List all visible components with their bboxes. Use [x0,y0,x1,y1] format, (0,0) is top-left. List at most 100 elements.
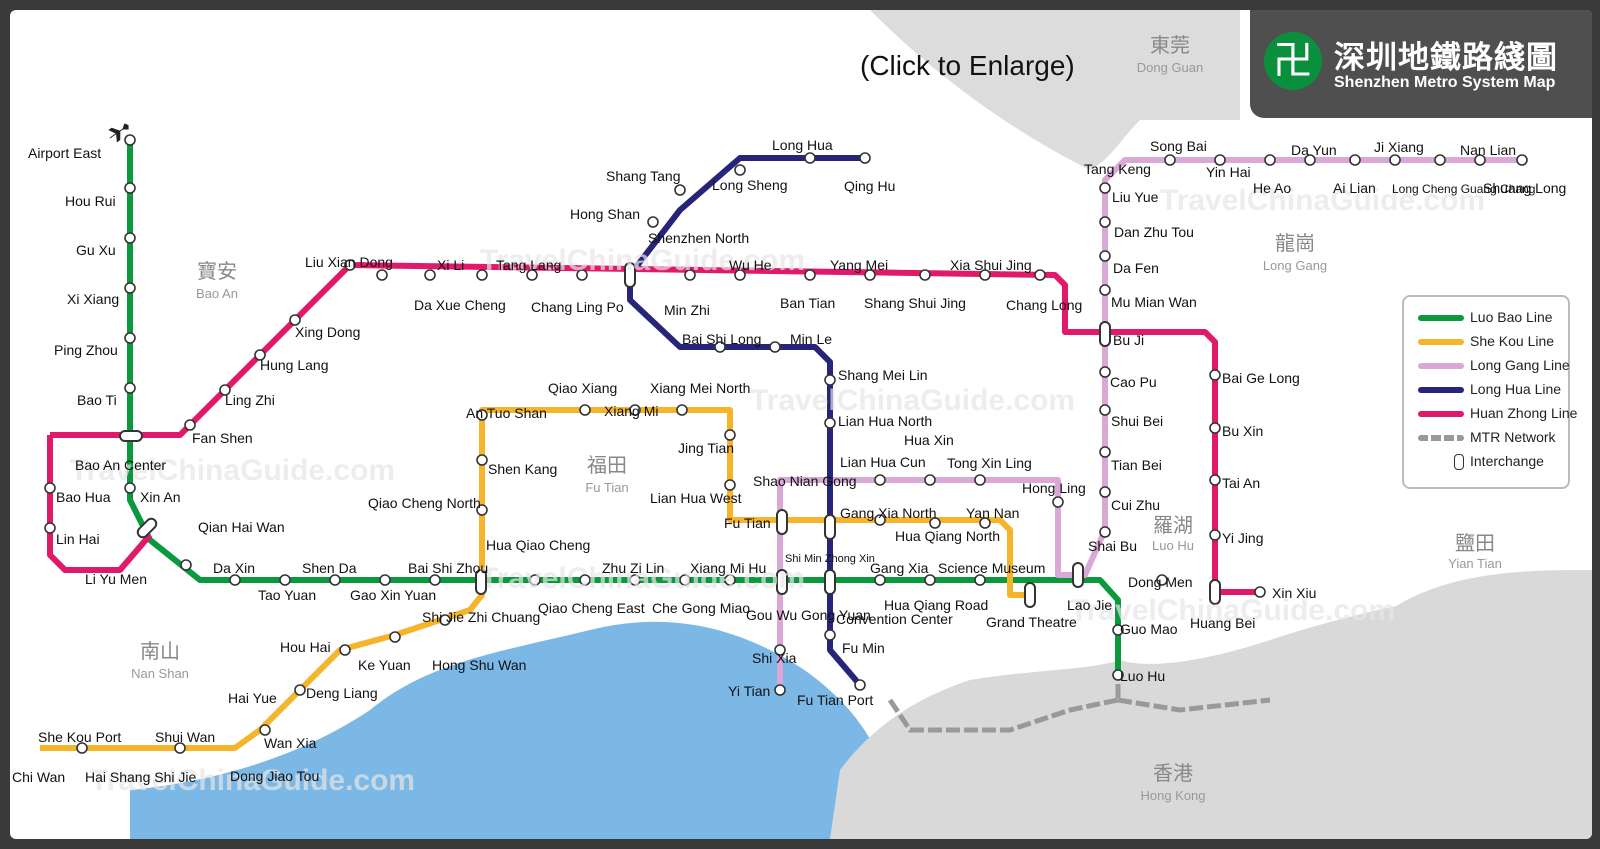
station-label: Xia Shui Jing [950,257,1032,273]
station-label: Hai Shang Shi Jie [85,769,197,785]
svg-text:TravelChinaGuide.com: TravelChinaGuide.com [70,454,395,487]
legend-item-huan-zhong: Huan Zhong Line [1418,403,1577,425]
station-label: Shuang Long [1483,180,1566,196]
she-kou-line [40,407,1025,751]
svg-text:TravelChinaGuide.com: TravelChinaGuide.com [1070,594,1395,627]
station-label: Wu He [729,257,772,273]
station-label: Ping Zhou [54,342,118,358]
station-label: Ling Zhi [225,392,275,408]
station-label: Yi Jing [1222,530,1264,546]
station-label: Luo Hu [1120,668,1165,684]
svg-text:TravelChinaGuide.com: TravelChinaGuide.com [90,764,415,797]
airplane-icon [108,123,129,143]
district-bao-an-en: Bao An [196,286,238,301]
station-label: Lian Hua West [650,490,742,506]
station-label: Bai Ge Long [1222,370,1300,386]
station-label: Jing Tian [678,440,734,456]
station-label: Min Zhi [664,302,710,318]
map-frame: 寶安 Bao An 福田 Fu Tian 南山 Nan Shan 羅湖 Luo … [10,10,1592,839]
station-label: Tong Xin Ling [947,455,1032,471]
title-panel: 卍 深圳地鐵路綫圖 Shenzhen Metro System Map [1250,10,1592,118]
station-label: Long Hua [772,137,833,153]
station-label: Xiang Mei North [650,380,750,396]
station-label: Shi Jie Zhi Chuang [422,609,540,625]
station-label: An Tuo Shan [466,405,547,421]
station-label: Long Sheng [712,177,788,193]
station-label: Shen Da [302,560,357,576]
station-label: Bao An Center [75,457,166,473]
station-label: Chi Wan [12,769,65,785]
district-long-gang-cn: 龍崗 [1275,232,1315,255]
station-label: Gao Xin Yuan [350,587,436,603]
long-hua-line [627,155,865,687]
station-label: Bu Xin [1222,423,1263,439]
station-label: Lin Hai [56,531,100,547]
yian-tian-coast [1390,570,1592,630]
district-dong-guan-en: Dong Guan [1137,60,1204,75]
station-label: Yan Nan [966,505,1019,521]
station-label: Hua Qiang North [895,528,1000,544]
station-label: Airport East [28,145,101,161]
interchange-icon [1454,454,1464,470]
hong-kong-area [830,580,1592,839]
she-kou-labels: She Kou Port Shui Wan Dong Jiao Tou Wan … [12,380,1019,785]
station-label: Lian Hua North [838,413,932,429]
station-label: Xin An [140,489,180,505]
station-label: Xiang Mi [604,403,658,419]
map-title-en: Shenzhen Metro System Map [1334,74,1556,91]
station-label: Science Museum [938,560,1045,576]
station-label: Lao Jie [1067,597,1112,613]
station-label: Guo Mao [1120,621,1178,637]
station-label: Hou Rui [65,193,116,209]
click-to-enlarge-link[interactable]: (Click to Enlarge) [860,50,1075,81]
district-long-gang-en: Long Gang [1263,258,1327,273]
station-label: Shui Wan [155,729,215,745]
station-label: Liu Yue [1112,189,1159,205]
district-bao-an-cn: 寶安 [197,260,237,283]
station-label: Yin Hai [1206,164,1251,180]
station-label: Hua Qiao Cheng [486,537,590,553]
station-dots [44,134,1528,754]
dong-guan-area [870,10,1240,170]
station-label: Shen Kang [488,461,557,477]
station-label: Shang Mei Lin [838,367,928,383]
district-fu-tian-en: Fu Tian [585,480,628,495]
station-label: Dan Zhu Tou [1114,224,1194,240]
station-label: Tang Lang [496,257,561,273]
station-label: Da Xin [213,560,255,576]
station-label: Chang Long [1006,297,1082,313]
luo-bao-line [127,140,1121,675]
station-label: Yang Mei [830,257,888,273]
station-label: Qiao Cheng North [368,495,481,511]
station-label: Mu Mian Wan [1111,294,1197,310]
station-label: Ke Yuan [358,657,411,673]
station-label: Fan Shen [192,430,253,446]
map-title-cn: 深圳地鐵路綫圖 [1334,40,1558,76]
svg-text:TravelChinaGuide.com: TravelChinaGuide.com [480,562,805,595]
station-label: Song Bai [1150,138,1207,154]
station-label: Da Xue Cheng [414,297,506,313]
station-label: Xin Xiu [1272,585,1316,601]
legend-item-she-kou: She Kou Line [1418,331,1566,353]
map-legend: Luo Bao Line She Kou Line Long Gang Line… [1402,295,1577,489]
station-label: Qing Hu [844,178,895,194]
long-gang-labels: Tang Keng Liu Yue Dan Zhu Tou Da Fen Mu … [728,138,1566,699]
station-label: Bu Ji [1113,332,1144,348]
station-label: Shao Nian Gong [753,473,857,489]
station-label: Tang Keng [1084,161,1151,177]
district-yian-tian-en: Yian Tian [1448,556,1502,571]
station-label: Hong Shu Wan [432,657,526,673]
district-yian-tian-cn: 鹽田 [1455,532,1495,555]
station-label: Zhu Zi Lin [602,560,664,576]
station-label: Qiao Xiang [548,380,617,396]
long-hua-labels: Qing Hu Long Hua Long Sheng Shang Tang H… [570,137,932,708]
station-label: Li Yu Men [85,571,147,587]
station-label: Ban Tian [780,295,835,311]
station-label: Shang Shui Jing [864,295,966,311]
station-label: Hong Shan [570,206,640,222]
station-label: Dong Jiao Tou [230,768,319,784]
station-label: Bao Ti [77,392,117,408]
station-label: Lian Hua Cun [840,454,926,470]
watermarks: TravelChinaGuide.com TravelChinaGuide.co… [70,184,1485,797]
metro-map[interactable]: 寶安 Bao An 福田 Fu Tian 南山 Nan Shan 羅湖 Luo … [10,10,1592,839]
